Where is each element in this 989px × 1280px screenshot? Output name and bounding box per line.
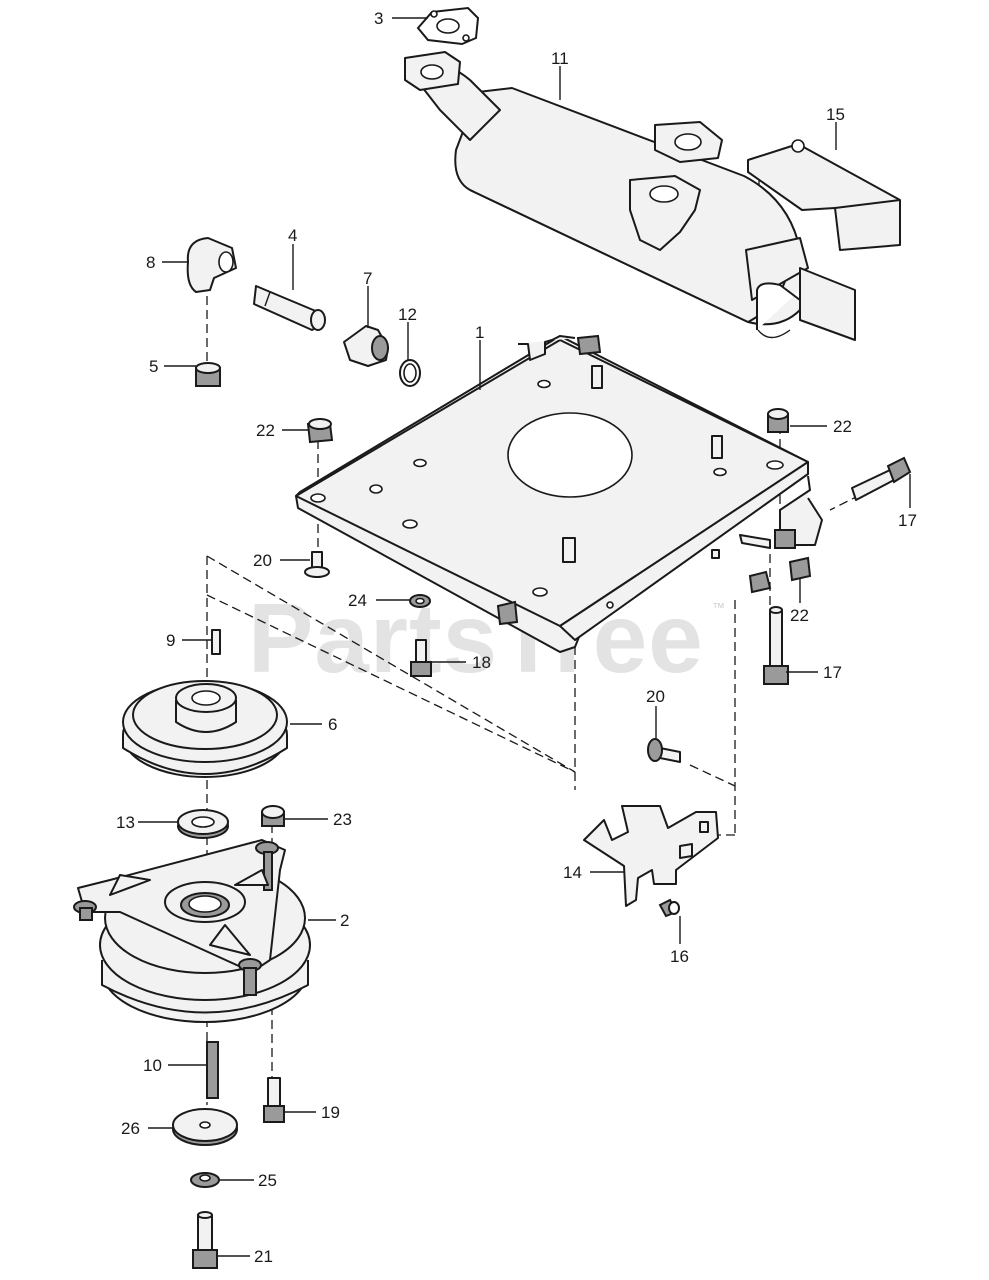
watermark-trademark: ™ <box>712 600 725 615</box>
bolt-part-20-left <box>304 551 330 578</box>
key-part-9 <box>211 629 221 655</box>
plug-part-5 <box>195 362 221 387</box>
callout-11: 11 <box>551 49 569 68</box>
bolt-part-17-horizontal <box>851 456 912 501</box>
bolt-part-21 <box>192 1211 218 1269</box>
callout-23: 23 <box>333 810 352 829</box>
callout-12: 12 <box>398 305 417 324</box>
leader-lines <box>138 17 911 1257</box>
callout-22-left: 22 <box>256 421 275 440</box>
callout-10: 10 <box>143 1056 162 1075</box>
bolt-part-17-vertical <box>763 606 789 685</box>
callout-16: 16 <box>670 947 689 966</box>
callout-17-top: 17 <box>898 511 917 530</box>
bolt-part-19 <box>263 1077 285 1123</box>
gasket-part-3 <box>416 6 480 46</box>
callout-labels: 3 11 15 4 8 7 12 1 5 22 22 17 20 24 22 9… <box>116 9 917 1266</box>
callout-22-right: 22 <box>833 417 852 436</box>
spacer-part-13 <box>177 809 229 839</box>
nut-part-22-lower <box>748 556 812 594</box>
callout-20-left: 20 <box>253 551 272 570</box>
bolt-part-18 <box>410 639 432 677</box>
callout-24: 24 <box>348 591 367 610</box>
callout-14: 14 <box>563 863 582 882</box>
nut-part-23 <box>261 805 285 827</box>
callout-26: 26 <box>121 1119 140 1138</box>
nut-part-22-right <box>767 408 789 433</box>
callout-8: 8 <box>146 253 155 272</box>
o-ring-part-12 <box>399 359 421 387</box>
callout-1: 1 <box>475 323 484 342</box>
callout-19: 19 <box>321 1103 340 1122</box>
callout-18: 18 <box>472 653 491 672</box>
clutch-part-2 <box>73 839 311 1023</box>
elbow-part-8 <box>186 237 237 293</box>
callout-22-lower: 22 <box>790 606 809 625</box>
callout-15: 15 <box>826 105 845 124</box>
washer-part-26 <box>172 1108 238 1146</box>
clip-part-16 <box>658 898 680 918</box>
pulley-part-6 <box>122 680 288 778</box>
callout-25: 25 <box>258 1171 277 1190</box>
washer-part-24 <box>409 594 431 608</box>
callout-6: 6 <box>328 715 337 734</box>
callout-7: 7 <box>363 269 372 288</box>
callout-21: 21 <box>254 1247 273 1266</box>
callout-5: 5 <box>149 357 158 376</box>
pipe-nipple-part-4 <box>253 285 326 331</box>
callout-3: 3 <box>374 9 383 28</box>
callout-9: 9 <box>166 631 175 650</box>
bracket-part-14 <box>583 805 719 907</box>
fitting-part-7 <box>343 325 389 367</box>
nut-part-22-left <box>306 418 334 444</box>
callout-13: 13 <box>116 813 135 832</box>
callout-17-bottom: 17 <box>823 663 842 682</box>
callout-2: 2 <box>340 911 349 930</box>
key-part-10 <box>206 1041 219 1099</box>
muffler-part-11 <box>404 51 856 341</box>
mounting-plate-part-1 <box>295 334 823 653</box>
washer-part-25 <box>190 1172 220 1188</box>
bolt-part-20-right <box>647 738 681 763</box>
callout-20-right: 20 <box>646 687 665 706</box>
callout-4: 4 <box>288 226 297 245</box>
heat-shield-part-15 <box>747 139 901 251</box>
